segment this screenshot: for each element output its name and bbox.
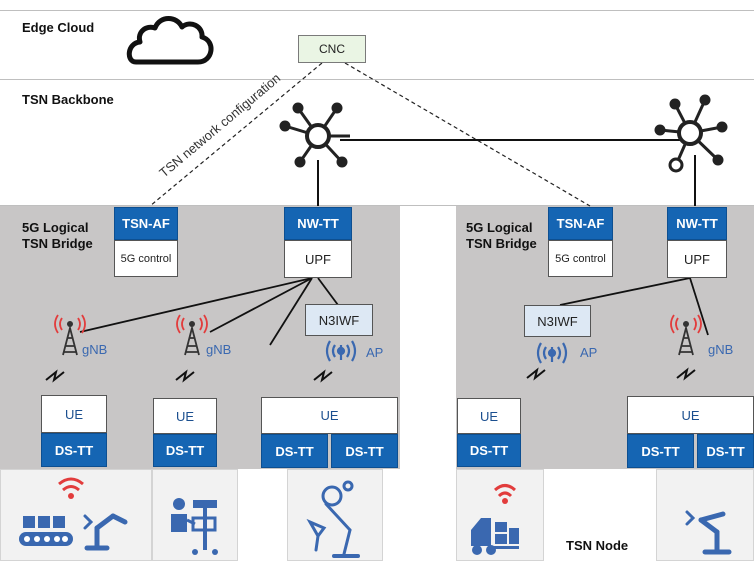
config-dashed-lines bbox=[149, 62, 591, 207]
backbone-links bbox=[317, 139, 696, 206]
ds-tt-box-1: DS-TT bbox=[41, 433, 107, 467]
right-upf-box: UPF bbox=[667, 240, 727, 278]
antenna-tower-icon bbox=[670, 314, 702, 356]
ds-tt-box-3b: DS-TT bbox=[331, 434, 398, 468]
left-n3iwf-box: N3IWF bbox=[305, 304, 373, 336]
gnb-label-right: gNB bbox=[708, 342, 733, 357]
lightning-link-icon bbox=[45, 367, 696, 383]
tsn-backbone-zone bbox=[0, 80, 754, 206]
left-5g-control-box: 5G control bbox=[114, 240, 178, 277]
edge-cloud-label: Edge Cloud bbox=[22, 20, 95, 35]
tsn-node-label: TSN Node bbox=[566, 538, 629, 553]
medical-device-icon bbox=[171, 498, 218, 555]
forklift-card bbox=[456, 469, 544, 561]
right-5g-control-box: 5G control bbox=[548, 240, 613, 277]
ds-tt-box-5b: DS-TT bbox=[697, 434, 754, 468]
ue-box-2: UE bbox=[153, 398, 217, 434]
ue-box-1: UE bbox=[41, 395, 107, 433]
cnc-box: CNC bbox=[298, 35, 366, 63]
gnb-label-2: gNB bbox=[206, 342, 231, 357]
antenna-tower-icon bbox=[176, 314, 208, 356]
wifi-ap-icon bbox=[325, 340, 357, 362]
left-radio-links bbox=[79, 277, 339, 346]
left-upf-box: UPF bbox=[284, 240, 352, 278]
hub-icon bbox=[654, 94, 728, 173]
edge-cloud-zone bbox=[0, 10, 754, 80]
ue-box-3: UE bbox=[261, 397, 398, 434]
right-radio-links bbox=[559, 277, 709, 336]
ue-box-5: UE bbox=[627, 396, 754, 434]
robot-arm-icon bbox=[685, 510, 732, 555]
config-label: TSN network configuration bbox=[156, 70, 283, 180]
ds-tt-box-3a: DS-TT bbox=[261, 434, 328, 468]
gnb-label-1: gNB bbox=[82, 342, 107, 357]
wifi-icon bbox=[58, 477, 84, 499]
tsn-backbone-label: TSN Backbone bbox=[22, 92, 114, 107]
left-bridge-label: 5G Logical TSN Bridge bbox=[22, 220, 93, 251]
ds-tt-box-5a: DS-TT bbox=[627, 434, 694, 468]
right-bridge-label: 5G Logical TSN Bridge bbox=[466, 220, 537, 251]
robot-arm-card bbox=[287, 469, 383, 561]
factory-line-icon bbox=[19, 516, 73, 546]
ap-label-left: AP bbox=[366, 345, 383, 360]
left-nw-tt-box: NW-TT bbox=[284, 207, 352, 240]
wifi-icon bbox=[493, 484, 517, 504]
factory-line-card bbox=[0, 469, 152, 561]
cloud-icon bbox=[126, 16, 214, 65]
right-n3iwf-box: N3IWF bbox=[524, 305, 591, 337]
robot-arm-icon bbox=[83, 513, 128, 551]
wifi-ap-icon bbox=[536, 342, 568, 364]
right-tsn-af-box: TSN-AF bbox=[548, 207, 613, 240]
hub-icon bbox=[279, 102, 350, 168]
forklift-icon bbox=[471, 518, 519, 555]
ap-label-right: AP bbox=[580, 345, 597, 360]
antenna-tower-icon bbox=[54, 314, 86, 356]
medical-device-card bbox=[152, 469, 238, 561]
ue-box-4: UE bbox=[457, 398, 521, 434]
ds-tt-box-2: DS-TT bbox=[153, 434, 217, 467]
right-nw-tt-box: NW-TT bbox=[667, 207, 727, 240]
robot-arm-icon bbox=[306, 480, 360, 558]
robot-arm-card-right bbox=[656, 469, 754, 561]
ds-tt-box-4: DS-TT bbox=[457, 434, 521, 467]
left-tsn-af-box: TSN-AF bbox=[114, 207, 178, 240]
